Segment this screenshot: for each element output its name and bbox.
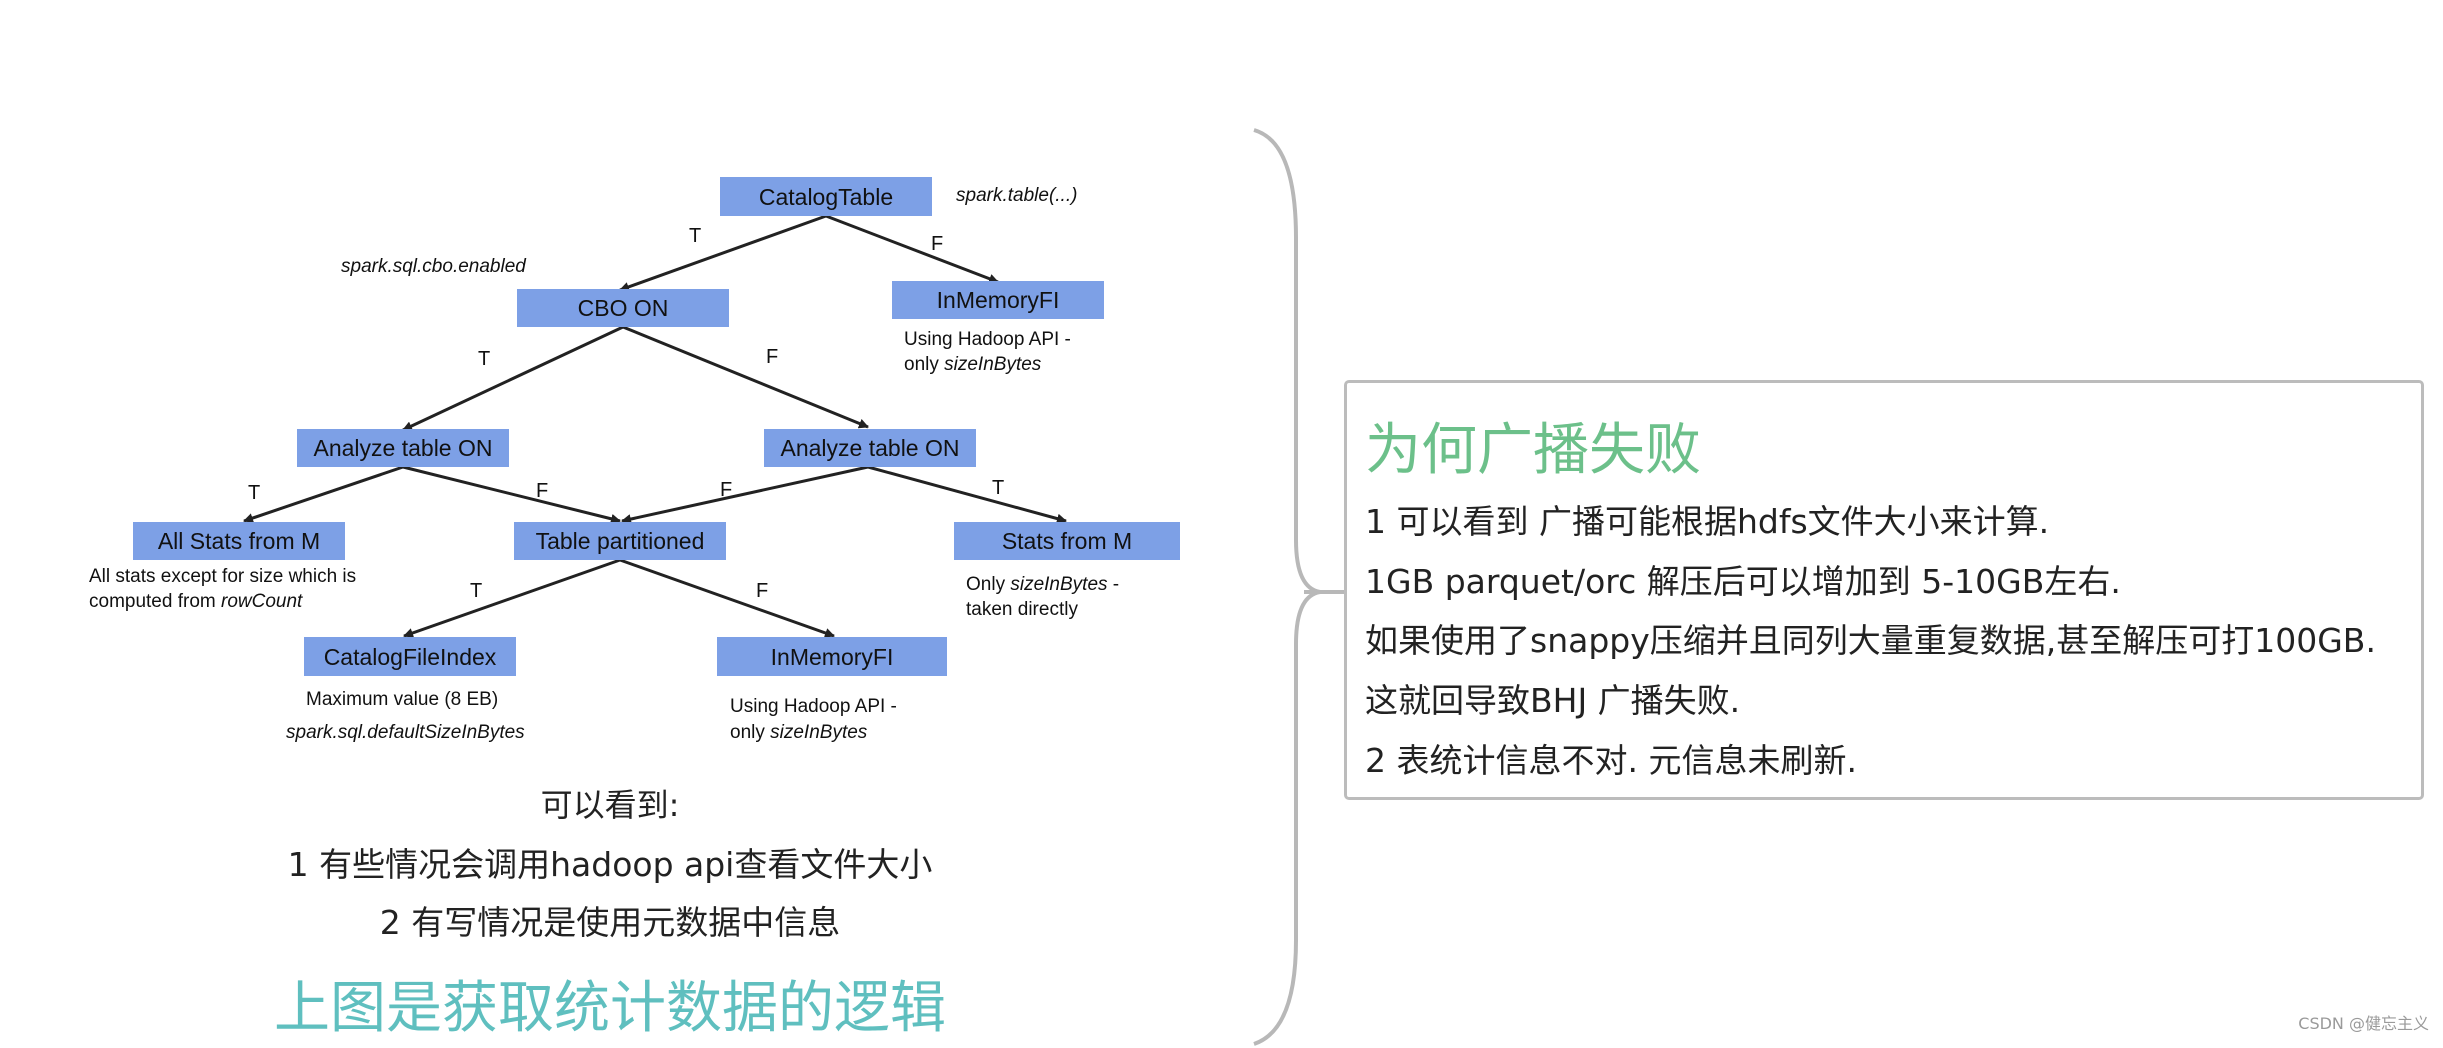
node-catalog-file-index-label: CatalogFileIndex [324,644,497,670]
edge-label-cbo-to-analyze-left: T [478,348,490,370]
brace-shape [1253,128,1321,1046]
node-inmemory-fi-top-label: InMemoryFI [937,287,1060,313]
caption-line-1: 1 有些情况会调用hadoop api查看文件大小 [287,845,933,884]
note-spark-table: spark.table(...) [956,185,1077,206]
node-stats-from-m: Stats from M [954,522,1180,560]
edge-label-catalog-to-inmem: F [931,233,943,255]
topic-box-title: 为何广播失败 [1365,418,1701,483]
node-table-partitioned-label: Table partitioned [536,528,705,554]
note-catalogfile-line1: Maximum value (8 EB) [306,689,498,710]
diagram-edges [243,214,1067,638]
topic-box-line: 如果使用了snappy压缩并且同列大量重复数据,甚至解压可打100GB. [1365,621,2376,660]
node-all-stats-label: All Stats from M [158,528,320,554]
edge-cbo-to-analyze-right [622,325,869,429]
edge-catalog-to-cbo [619,214,827,292]
topic-box[interactable]: 为何广播失败 1 可以看到 广播可能根据hdfs文件大小来计算. 1GB par… [1344,380,2424,800]
diagram-nodes: CatalogTable CBO ON InMemoryFI Analyze t… [133,177,1180,676]
node-inmemory-fi-top: InMemoryFI [892,281,1104,319]
note-allstats-line2: computed from rowCount [89,591,303,612]
edge-label-analyzeleft-to-partitioned: F [536,480,548,502]
note-statsm-line2: taken directly [966,599,1078,620]
diagram-edge-labels: T F T F T F F T T F [248,225,1004,602]
edge-partitioned-to-catalogfile [403,558,621,638]
caption-title: 上图是获取统计数据的逻辑 [274,976,946,1041]
topic-box-line: 这就回导致BHJ 广播失败. [1365,681,1741,720]
note-inmem-bottom-line2: only sizeInBytes [730,722,868,743]
node-analyze-right-label: Analyze table ON [781,435,960,461]
topic-box-line: 1GB parquet/orc 解压后可以增加到 5-10GB左右. [1365,562,2121,601]
edge-analyzeright-to-partitioned [621,465,869,524]
node-cbo-on-label: CBO ON [578,295,669,321]
node-analyze-left-label: Analyze table ON [314,435,493,461]
topic-box-line: 1 可以看到 广播可能根据hdfs文件大小来计算. [1365,502,2050,541]
edge-label-cbo-to-analyze-right: F [766,346,778,368]
watermark-text: CSDN @健忘主义 [2298,1014,2429,1033]
edge-label-analyzeleft-to-allstats: T [248,482,260,504]
edge-label-partitioned-to-inmem: F [756,580,768,602]
edge-analyzeleft-to-allstats [243,465,404,523]
diagram-notes: spark.table(...) spark.sql.cbo.enabled U… [89,185,1119,743]
note-inmem-top-line1: Using Hadoop API - [904,329,1071,350]
node-cbo-on: CBO ON [517,289,729,327]
note-inmem-bottom-line1: Using Hadoop API - [730,696,897,717]
note-inmem-top-line2: only sizeInBytes [904,354,1042,375]
note-allstats-line1: All stats except for size which is [89,566,356,587]
edge-label-catalog-to-cbo: T [689,225,701,247]
node-analyze-right: Analyze table ON [764,429,976,467]
node-catalog-file-index: CatalogFileIndex [304,637,516,676]
note-statsm-line1: Only sizeInBytes - [966,574,1119,595]
edge-label-analyzeright-to-statsm: T [992,477,1004,499]
note-cbo-enabled: spark.sql.cbo.enabled [341,256,527,277]
node-all-stats: All Stats from M [133,522,345,560]
topic-box-line: 2 表统计信息不对. 元信息未刷新. [1365,741,1857,780]
caption-heading: 可以看到: [540,786,680,824]
node-table-partitioned: Table partitioned [514,522,726,560]
node-stats-from-m-label: Stats from M [1002,528,1132,554]
caption-line-2: 2 有写情况是使用元数据中信息 [379,903,841,942]
note-catalogfile-line2: spark.sql.defaultSizeInBytes [286,722,525,743]
node-catalog-table: CatalogTable [720,177,932,216]
edge-partitioned-to-inmem [619,558,835,638]
node-inmemory-fi-bottom-label: InMemoryFI [771,644,894,670]
node-analyze-left: Analyze table ON [297,429,509,467]
edge-catalog-to-inmem [825,214,999,284]
edge-analyzeright-to-statsm [867,465,1067,524]
mindmap-brace [1253,128,1346,1046]
edge-label-analyzeright-to-partitioned: F [720,479,732,501]
edge-cbo-to-analyze-left [402,325,624,432]
edge-label-partitioned-to-catalogfile: T [470,580,482,602]
node-catalog-table-label: CatalogTable [759,184,893,210]
edge-analyzeleft-to-partitioned [402,465,621,524]
node-inmemory-fi-bottom: InMemoryFI [717,637,947,676]
